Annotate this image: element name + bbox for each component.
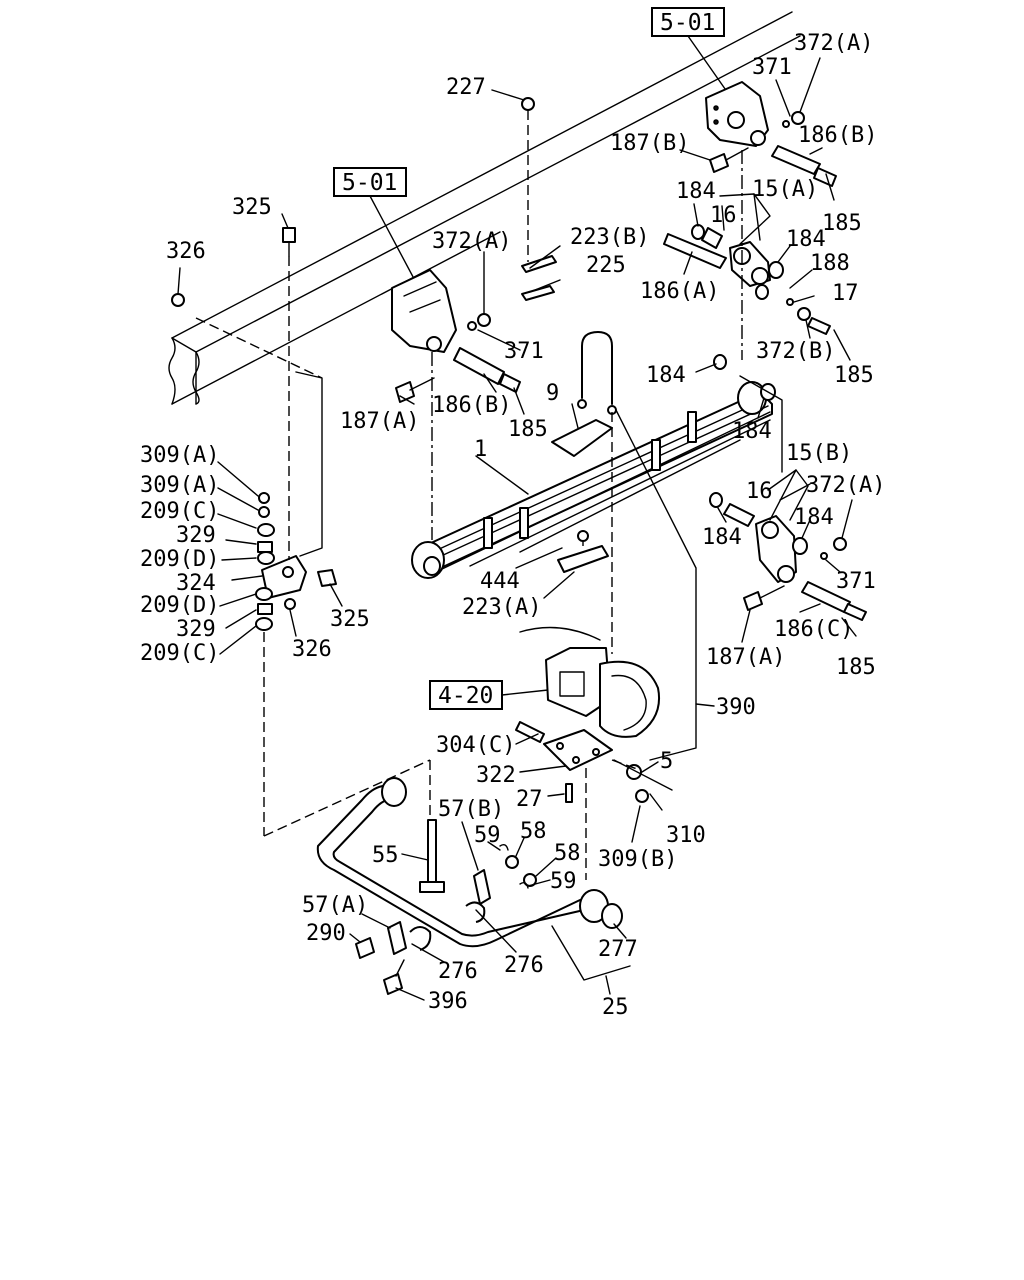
label-15a[interactable]: 15(A) [752,177,818,202]
label-372a[interactable]: 372(A) [432,229,511,254]
label-187a[interactable]: 187(A) [340,409,419,434]
label-309b[interactable]: 309(B) [598,847,677,872]
front-hanger-bracket [391,269,457,353]
label-225[interactable]: 225 [586,253,626,278]
label-371[interactable]: 371 [752,55,792,80]
label-1[interactable]: 1 [474,437,487,462]
label-55[interactable]: 55 [372,843,399,868]
label-277[interactable]: 277 [598,937,638,962]
u-bolt [581,331,613,405]
leaf-spring [411,381,773,579]
label-58[interactable]: 58 [520,819,547,844]
label-184[interactable]: 184 [676,179,716,204]
label-186c[interactable]: 186(C) [774,617,853,642]
label-326[interactable]: 326 [166,239,206,264]
label-324[interactable]: 324 [176,571,216,596]
label-27[interactable]: 27 [516,787,543,812]
spacer-223a [557,545,609,573]
label-396[interactable]: 396 [428,989,468,1014]
label-325[interactable]: 325 [232,195,272,220]
frame-rail [168,11,801,405]
label-276[interactable]: 276 [504,953,544,978]
label-310[interactable]: 310 [666,823,706,848]
label-25[interactable]: 25 [602,995,629,1020]
label-309a[interactable]: 309(A) [140,443,219,468]
label-185[interactable]: 185 [822,211,862,236]
label-326[interactable]: 326 [292,637,332,662]
label-227[interactable]: 227 [446,75,486,100]
label-188[interactable]: 188 [810,251,850,276]
label-185[interactable]: 185 [834,363,874,388]
reference-box-frame-left[interactable]: 5-01 [333,167,407,197]
label-186a[interactable]: 186(A) [640,279,719,304]
reference-label: 5-01 [660,10,715,36]
label-187b[interactable]: 187(B) [610,131,689,156]
label-329[interactable]: 329 [176,617,216,642]
label-17[interactable]: 17 [832,281,859,306]
label-290[interactable]: 290 [306,921,346,946]
label-187a[interactable]: 187(A) [706,645,785,670]
label-372b[interactable]: 372(B) [756,339,835,364]
label-322[interactable]: 322 [476,763,516,788]
label-372a[interactable]: 372(A) [794,31,873,56]
label-9[interactable]: 9 [546,381,559,406]
reference-label: 4-20 [438,683,493,709]
label-57a[interactable]: 57(A) [302,893,368,918]
guide-lines [295,371,783,791]
reference-label: 5-01 [342,170,397,196]
label-59[interactable]: 59 [474,823,501,848]
link-rod [427,819,437,887]
stabilizer-bar [316,777,623,948]
stabilizer-bracket [255,492,337,631]
label-276[interactable]: 276 [438,959,478,984]
label-444[interactable]: 444 [480,569,520,594]
label-57b[interactable]: 57(B) [438,797,504,822]
label-59[interactable]: 59 [550,869,577,894]
label-209c[interactable]: 209(C) [140,499,219,524]
axle-housing [515,626,660,803]
label-16[interactable]: 16 [746,479,773,504]
label-15b[interactable]: 15(B) [786,441,852,466]
label-372a[interactable]: 372(A) [806,473,885,498]
label-371[interactable]: 371 [836,569,876,594]
shackle-15b [709,492,867,621]
label-371[interactable]: 371 [504,339,544,364]
label-186b[interactable]: 186(B) [432,393,511,418]
spring-pad [551,419,613,457]
label-186b[interactable]: 186(B) [798,123,877,148]
label-209d[interactable]: 209(D) [140,593,219,618]
part-labels: 227 371 372(A) 187(B) 186(B) 184 15(A) 1… [140,31,885,1020]
reference-box-axle[interactable]: 4-20 [429,680,503,710]
label-184[interactable]: 184 [702,525,742,550]
label-16[interactable]: 16 [710,203,737,228]
label-185[interactable]: 185 [508,417,548,442]
label-223b[interactable]: 223(B) [570,225,649,250]
spacer-223b [521,255,557,273]
label-209c[interactable]: 209(C) [140,641,219,666]
label-329[interactable]: 329 [176,523,216,548]
label-184[interactable]: 184 [732,419,772,444]
label-223a[interactable]: 223(A) [462,595,541,620]
label-184[interactable]: 184 [786,227,826,252]
rear-hanger-bracket [705,81,769,147]
reference-box-frame-top[interactable]: 5-01 [651,7,725,37]
label-5[interactable]: 5 [660,749,673,774]
label-309a[interactable]: 309(A) [140,473,219,498]
label-390[interactable]: 390 [716,695,756,720]
leader-lines [177,57,857,1001]
label-304c[interactable]: 304(C) [436,733,515,758]
label-184[interactable]: 184 [794,505,834,530]
assembly-lines [195,110,743,880]
label-209d[interactable]: 209(D) [140,547,219,572]
label-325[interactable]: 325 [330,607,370,632]
label-184[interactable]: 184 [646,363,686,388]
label-58[interactable]: 58 [554,841,581,866]
label-185[interactable]: 185 [836,655,876,680]
shackle-15a [663,224,831,335]
